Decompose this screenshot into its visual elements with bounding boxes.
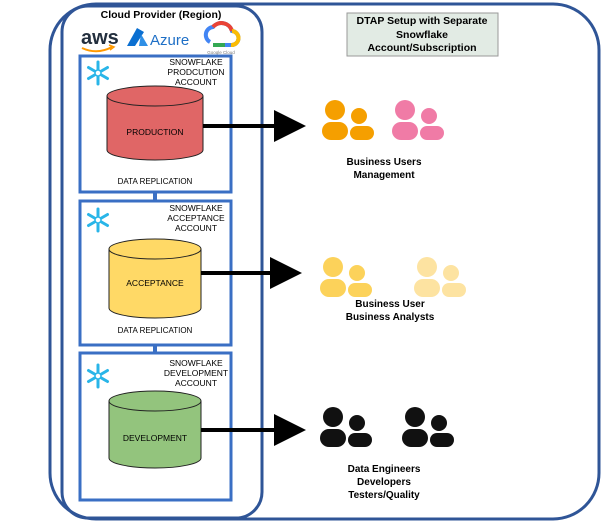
svg-text:aws: aws — [81, 27, 119, 49]
development-db-label: DEVELOPMENT — [123, 433, 187, 443]
data-engineers-line-1: Data Engineers — [348, 464, 421, 475]
header-line-2: Snowflake — [396, 29, 448, 41]
user-group-icon — [320, 407, 372, 447]
user-group-icon — [414, 257, 466, 297]
production-account-label-1: SNOWFLAKE — [169, 57, 223, 67]
cloud-provider-box — [60, 4, 264, 520]
business-analysts-line-1: Business User — [355, 299, 425, 310]
production-account-label-3: ACCOUNT — [175, 77, 217, 87]
acceptance-account-label-2: ACCEPTANCE — [167, 213, 225, 223]
header-line-3: Account/Subscription — [367, 42, 476, 54]
data-engineers-line-3: Testers/Quality — [348, 490, 420, 501]
provider-title: Cloud Provider (Region) — [101, 9, 222, 21]
user-group-icon — [392, 100, 444, 140]
aws-logo: aws — [81, 27, 119, 53]
production-replication-label: DATA REPLICATION — [118, 177, 193, 186]
development-account-label-1: SNOWFLAKE — [169, 358, 223, 368]
production-db-label: PRODUCTION — [126, 127, 183, 137]
user-group-icon — [402, 407, 454, 447]
snowflake-icon — [87, 207, 109, 233]
development-account-label-3: ACCOUNT — [175, 378, 217, 388]
dtap-header-box: DTAP Setup with Separate Snowflake Accou… — [346, 12, 499, 57]
business-analysts-line-2: Business Analysts — [346, 312, 435, 323]
user-group-icon — [322, 100, 374, 140]
snowflake-icon — [87, 60, 109, 86]
acceptance-database: ACCEPTANCE — [108, 238, 202, 319]
outer-frame — [48, 2, 601, 521]
acceptance-account: SNOWFLAKE ACCEPTANCE ACCOUNT ACCEPTANCE … — [78, 199, 233, 347]
data-engineers-line-2: Developers — [357, 477, 411, 488]
production-database: PRODUCTION — [106, 85, 204, 161]
acceptance-account-label-3: ACCOUNT — [175, 223, 217, 233]
google-cloud-logo: Google Cloud — [203, 21, 241, 55]
header-line-1: DTAP Setup with Separate — [357, 15, 488, 27]
acceptance-account-label-1: SNOWFLAKE — [169, 203, 223, 213]
development-database: DEVELOPMENT — [108, 390, 202, 469]
user-group-icon — [320, 257, 372, 297]
development-account: SNOWFLAKE DEVELOPMENT ACCOUNT DEVELOPMEN… — [78, 351, 233, 502]
svg-text:Google Cloud: Google Cloud — [207, 50, 235, 55]
snowflake-icon — [87, 363, 109, 389]
business-users-line-1: Business Users — [346, 157, 421, 168]
business-users-line-2: Management — [353, 170, 415, 181]
svg-text:Azure: Azure — [150, 32, 189, 49]
production-account-label-2: PRODCUTION — [167, 67, 224, 77]
azure-logo: Azure — [127, 28, 189, 49]
acceptance-replication-label: DATA REPLICATION — [118, 326, 193, 335]
acceptance-db-label: ACCEPTANCE — [126, 278, 184, 288]
development-account-label-2: DEVELOPMENT — [164, 368, 228, 378]
